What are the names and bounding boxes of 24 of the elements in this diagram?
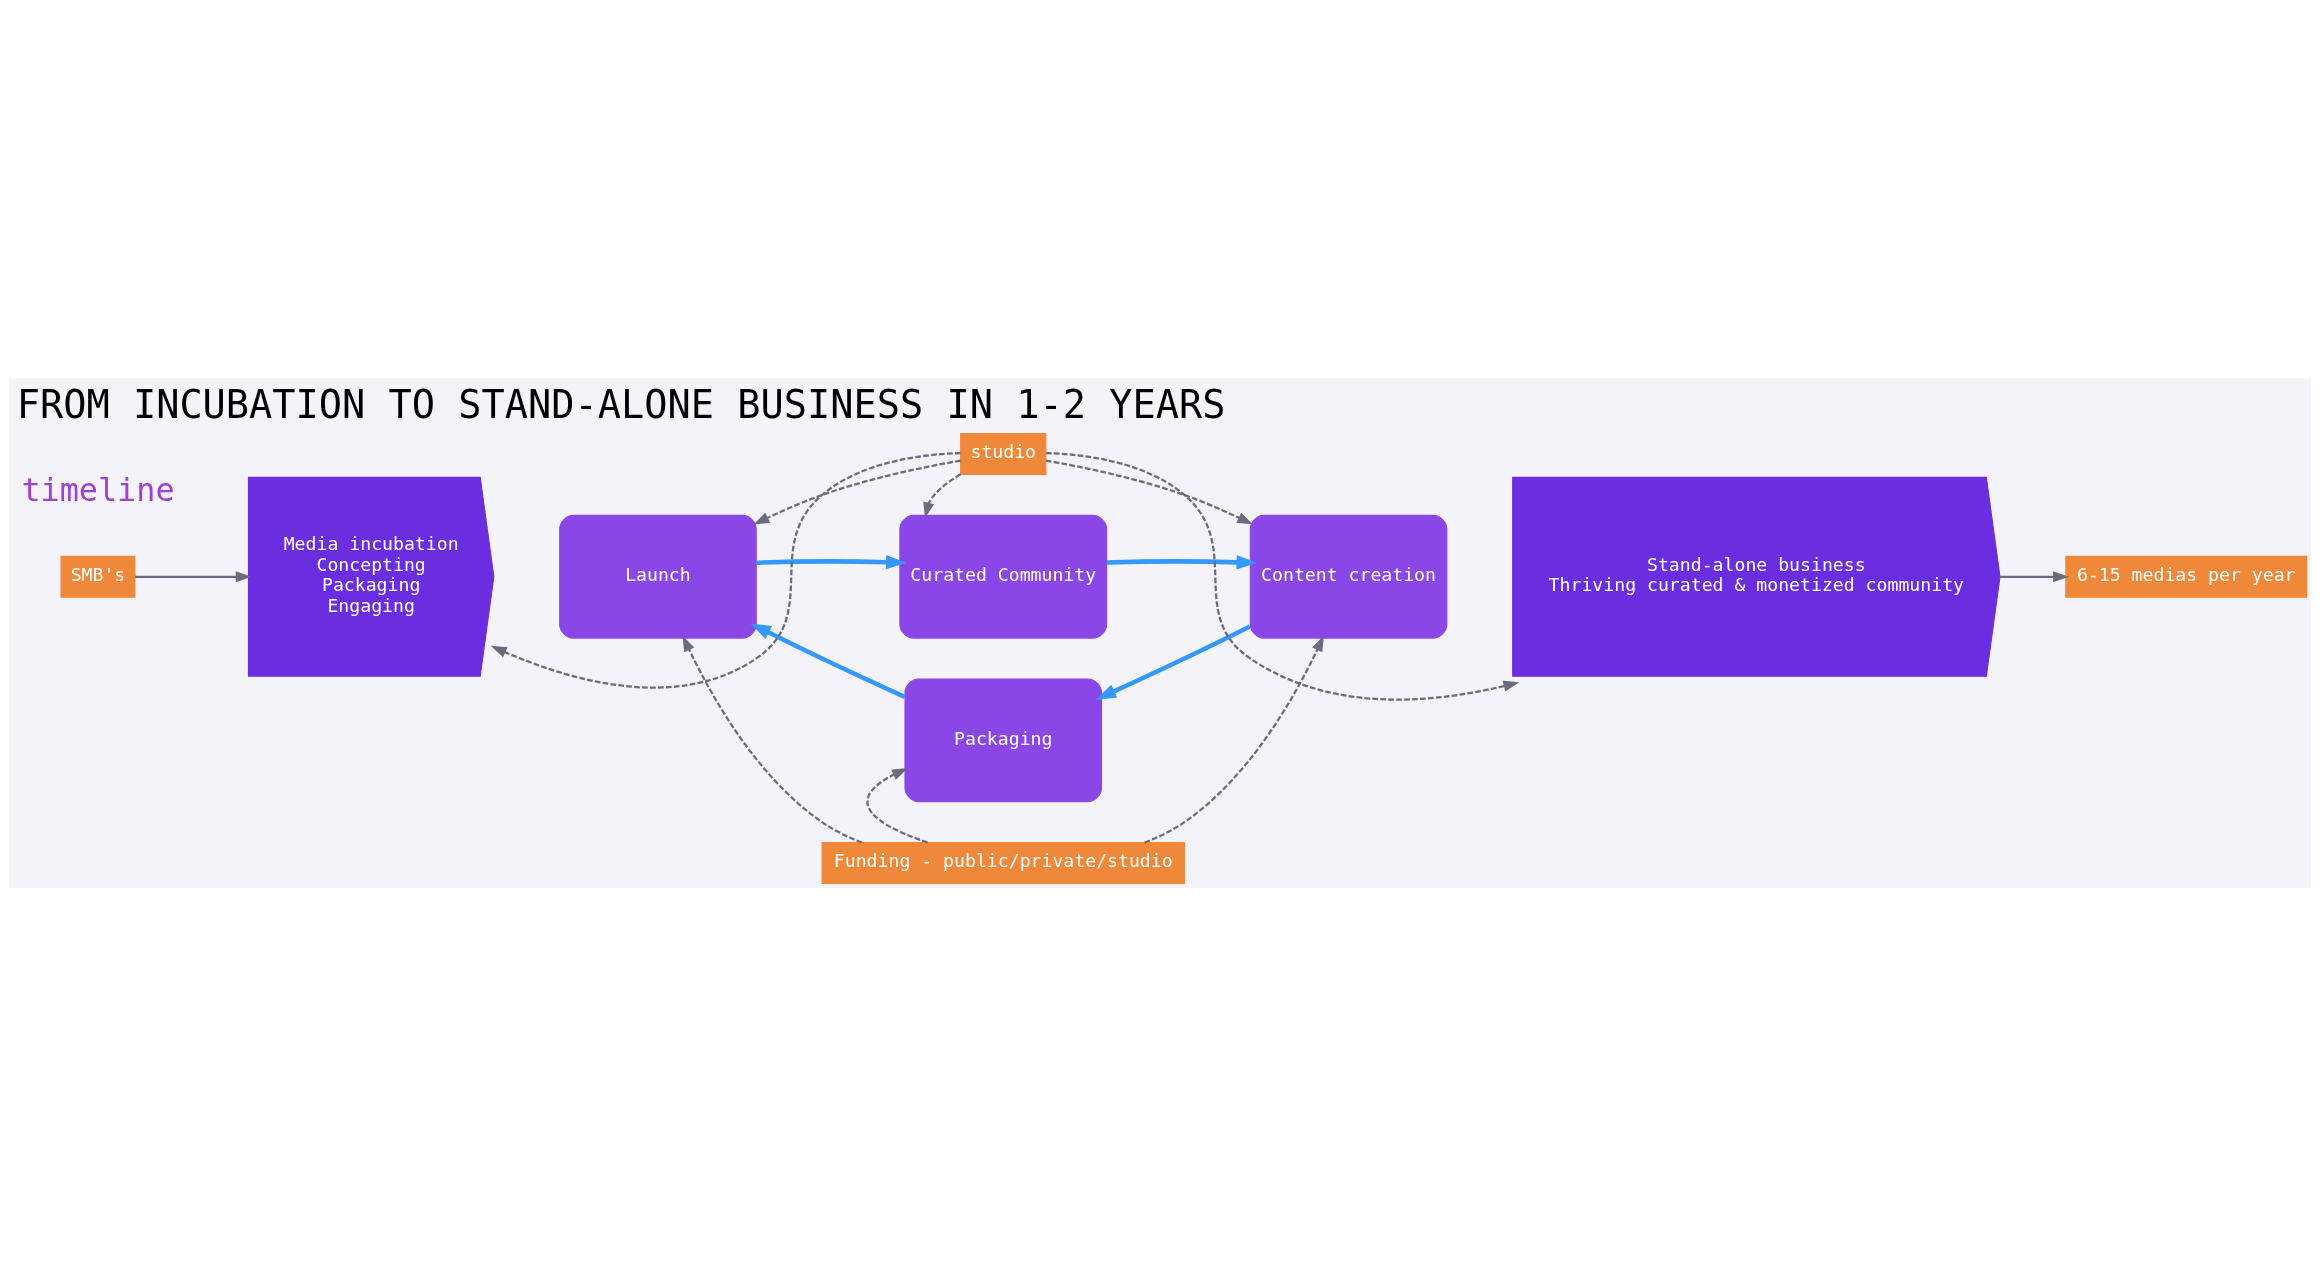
arrow — [1095, 624, 1251, 700]
arrow — [1045, 451, 1520, 701]
node-box: Launch — [559, 514, 757, 639]
arrow — [756, 555, 907, 570]
label: timeline — [21, 470, 175, 508]
node-box: studio — [960, 433, 1047, 476]
arrow — [682, 635, 863, 844]
node-box: Packaging — [904, 678, 1103, 803]
arrow — [866, 768, 929, 844]
node-box: Content creation — [1249, 514, 1448, 639]
arrow — [2000, 571, 2069, 583]
arrow — [1045, 459, 1254, 525]
arrow — [1106, 555, 1258, 570]
diagram-title: FROM INCUBATION TO STAND-ALONE BUSINESS IN 1-2 YEARS — [16, 381, 1226, 427]
arrow — [753, 459, 961, 525]
node-box: 6-15 medias per year — [2065, 555, 2308, 598]
node-box: Curated Community — [899, 514, 1108, 639]
arrow — [135, 571, 252, 583]
node-box: Funding - public/private/studio — [821, 842, 1185, 885]
arrow — [1144, 635, 1324, 844]
arrow — [750, 623, 906, 699]
arrow — [923, 473, 962, 519]
node-box: SMB's — [60, 555, 136, 598]
arrow — [490, 451, 961, 689]
